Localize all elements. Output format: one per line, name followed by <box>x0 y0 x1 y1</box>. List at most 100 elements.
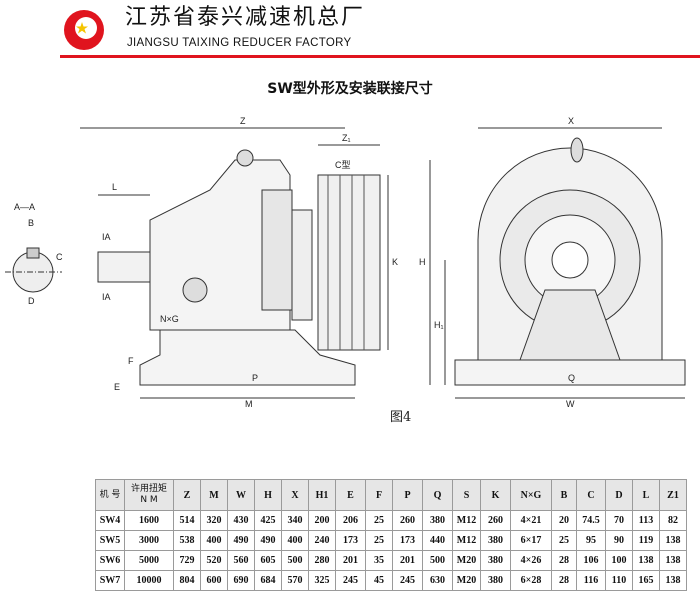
table-cell: 200 <box>308 510 336 531</box>
table-cell: SW6 <box>95 550 125 571</box>
table-cell: 490 <box>254 530 282 551</box>
table-cell: 90 <box>605 530 633 551</box>
label-section: A—A <box>14 202 35 212</box>
table-cell: 106 <box>576 550 606 571</box>
column-header: E <box>335 479 366 511</box>
table-cell: 74.5 <box>576 510 606 531</box>
table-cell: 3000 <box>124 530 174 551</box>
table-cell: SW4 <box>95 510 125 531</box>
table-cell: 380 <box>480 570 511 591</box>
company-logo <box>64 10 104 50</box>
column-header: Q <box>422 479 453 511</box>
column-header: N×G <box>510 479 552 511</box>
table-cell: 500 <box>281 550 309 571</box>
table-cell: 600 <box>200 570 228 591</box>
label-x: X <box>568 116 574 126</box>
table-cell: 430 <box>227 510 255 531</box>
table-cell: 425 <box>254 510 282 531</box>
column-header: C <box>576 479 606 511</box>
label-q: Q <box>568 373 575 383</box>
table-cell: 245 <box>392 570 423 591</box>
table-cell: 684 <box>254 570 282 591</box>
table-cell: 100 <box>605 550 633 571</box>
column-header: S <box>452 479 481 511</box>
table-cell: 110 <box>605 570 633 591</box>
column-header: D <box>605 479 633 511</box>
table-cell: 400 <box>281 530 309 551</box>
column-header: Z <box>173 479 201 511</box>
table-cell: 138 <box>659 530 687 551</box>
table-cell: 28 <box>551 570 577 591</box>
label-w: W <box>566 399 575 408</box>
table-cell: 340 <box>281 510 309 531</box>
table-cell: 560 <box>227 550 255 571</box>
table-cell: 630 <box>422 570 453 591</box>
table-cell: 10000 <box>124 570 174 591</box>
table-cell: 260 <box>480 510 511 531</box>
table-cell: 380 <box>480 550 511 571</box>
label-ia-top: IA <box>102 232 111 242</box>
table-cell: 25 <box>365 510 393 531</box>
table-cell: 70 <box>605 510 633 531</box>
table-cell: 82 <box>659 510 687 531</box>
table-cell: 138 <box>659 570 687 591</box>
column-header: F <box>365 479 393 511</box>
front-view: X H H₁ Q W <box>419 116 686 408</box>
label-f: F <box>128 356 134 366</box>
table-cell: 514 <box>173 510 201 531</box>
figure-caption: 图4 <box>390 410 412 425</box>
table-cell: 804 <box>173 570 201 591</box>
table-cell: 25 <box>365 530 393 551</box>
label-nxg: N×G <box>160 314 179 324</box>
table-cell: 165 <box>632 570 660 591</box>
column-header: L <box>632 479 660 511</box>
table-cell: 138 <box>659 550 687 571</box>
table-cell: 116 <box>576 570 606 591</box>
label-m: M <box>245 399 253 408</box>
label-e: E <box>114 382 120 392</box>
column-header: Z1 <box>659 479 687 511</box>
table-cell: 4×26 <box>510 550 552 571</box>
column-header: 机 号 <box>95 479 125 511</box>
table-cell: 138 <box>632 550 660 571</box>
table-cell: 4×21 <box>510 510 552 531</box>
reducer-drawing: A—A B C D Z Z₁ C型 L IA <box>5 116 686 408</box>
table-cell: 28 <box>551 550 577 571</box>
table-cell: 201 <box>392 550 423 571</box>
table-cell: 95 <box>576 530 606 551</box>
label-h1: H₁ <box>434 320 444 330</box>
table-cell: 380 <box>422 510 453 531</box>
table-cell: 260 <box>392 510 423 531</box>
label-p: P <box>252 373 258 383</box>
label-k: K <box>392 257 398 267</box>
column-header: P <box>392 479 423 511</box>
table-cell: 20 <box>551 510 577 531</box>
table-cell: 5000 <box>124 550 174 571</box>
table-cell: 245 <box>335 570 366 591</box>
column-header: K <box>480 479 511 511</box>
table-cell: 325 <box>308 570 336 591</box>
column-header: W <box>227 479 255 511</box>
column-header: M <box>200 479 228 511</box>
table-cell: 380 <box>480 530 511 551</box>
label-d: D <box>28 296 35 306</box>
table-cell: 201 <box>335 550 366 571</box>
column-header: H1 <box>308 479 336 511</box>
header-divider <box>60 55 700 58</box>
label-z1: Z₁ <box>342 133 351 143</box>
table-cell: 320 <box>200 510 228 531</box>
page-title: SW型外形及安装联接尺寸 <box>267 81 433 97</box>
column-header: 许用扭矩 N M <box>124 479 174 511</box>
label-b: B <box>28 218 34 228</box>
table-cell: 240 <box>308 530 336 551</box>
company-name-cn: 江苏省泰兴减速机总厂 <box>125 5 366 30</box>
table-cell: M12 <box>452 530 481 551</box>
table-cell: 605 <box>254 550 282 571</box>
table-cell: 173 <box>392 530 423 551</box>
column-header: H <box>254 479 282 511</box>
